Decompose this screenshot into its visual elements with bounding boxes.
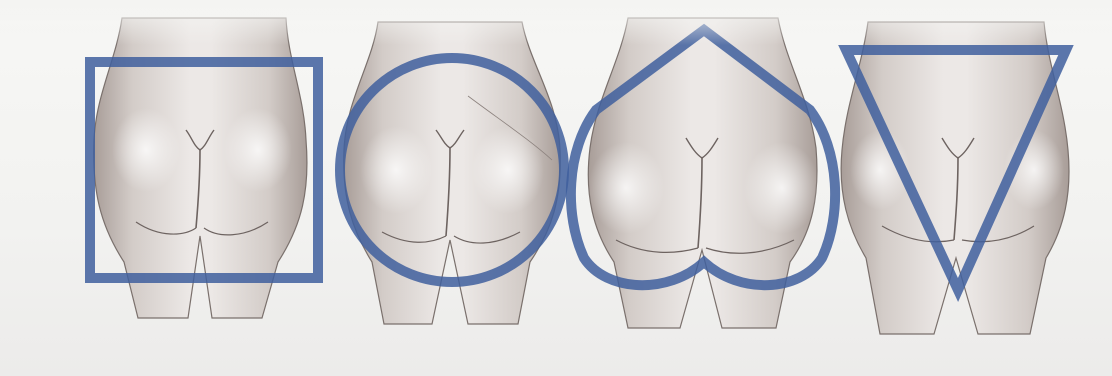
panel-square: [90, 18, 318, 318]
panel-v: [841, 22, 1069, 334]
panel-heart: [571, 18, 835, 328]
panel-round: [340, 22, 564, 324]
